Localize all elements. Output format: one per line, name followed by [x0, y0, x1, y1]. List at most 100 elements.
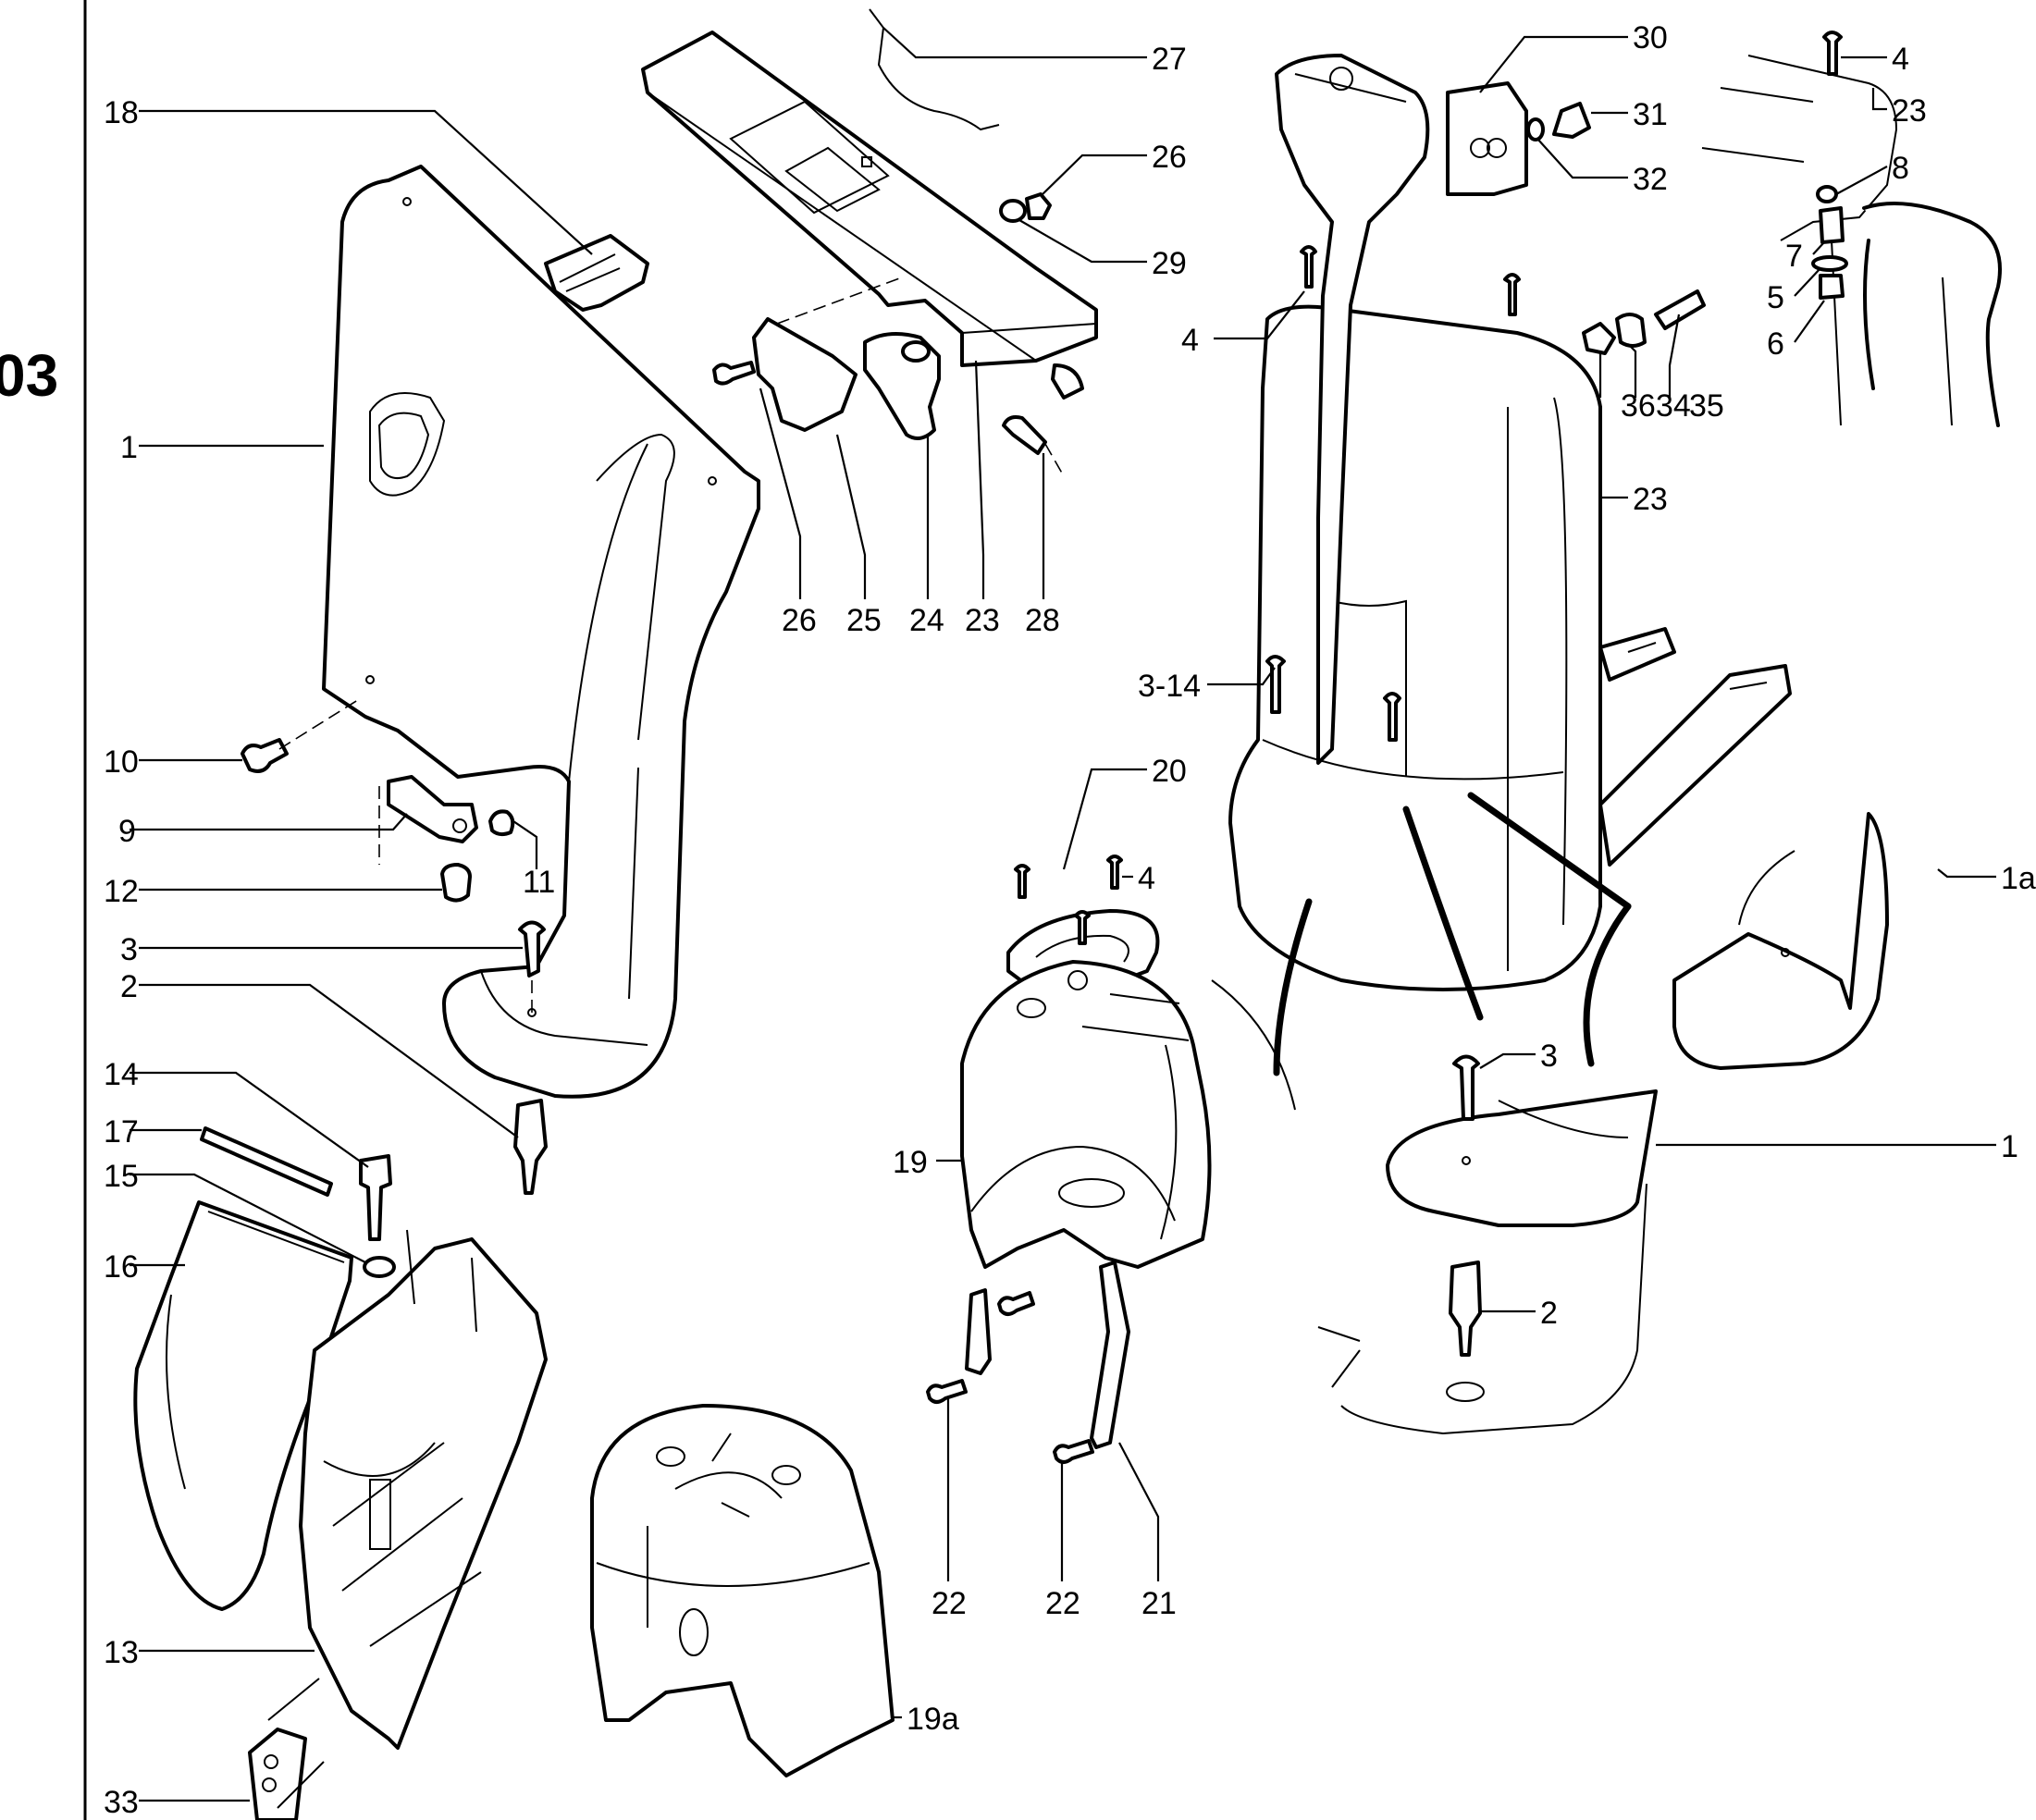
part-2-spacer-right — [1449, 1260, 1482, 1357]
label-3: 3 — [120, 932, 138, 967]
label-4-far-right: 4 — [1892, 42, 1909, 77]
part-16-panel — [133, 1200, 353, 1611]
label-11: 11 — [523, 865, 555, 900]
part-17-rod — [200, 1126, 333, 1197]
part-number-labels: 18 1 10 9 12 3 2 14 17 15 16 13 33 11 27… — [104, 20, 2036, 1820]
part-4-screw-cap — [1106, 855, 1123, 890]
label-6: 6 — [1767, 326, 1784, 362]
forks — [1598, 627, 1792, 867]
part-28-bolt — [1002, 363, 1084, 477]
part-35-bolt — [1654, 289, 1706, 330]
label-17: 17 — [104, 1114, 139, 1150]
part-18-clip — [544, 234, 649, 312]
part-19a-lower-shroud — [590, 1404, 895, 1777]
label-24: 24 — [909, 603, 944, 638]
label-9: 9 — [118, 814, 136, 849]
part-11-nut — [488, 809, 515, 837]
label-32: 32 — [1633, 162, 1668, 197]
detail-top-right — [1701, 31, 2002, 427]
label-26-top: 26 — [1152, 140, 1187, 175]
part-30-plate — [1446, 81, 1528, 196]
label-13: 13 — [104, 1635, 139, 1670]
label-1-right: 1 — [2001, 1129, 2018, 1164]
detail-callout-lines — [1211, 792, 1632, 1388]
label-7: 7 — [1785, 239, 1803, 274]
label-12: 12 — [104, 874, 139, 909]
label-30: 30 — [1633, 20, 1668, 55]
label-23-far-right: 23 — [1892, 93, 1927, 129]
part-1a-cover — [1672, 812, 1889, 1070]
part-4-screw-right-b — [1503, 273, 1521, 316]
part-2-hole — [1446, 1382, 1485, 1402]
part-9-bracket — [378, 775, 478, 865]
part-22-screw-a — [926, 1379, 968, 1404]
label-19: 19 — [893, 1145, 928, 1180]
page-marker: 03 — [0, 342, 58, 409]
part-4-screw-cap-b — [1014, 864, 1030, 899]
label-20: 20 — [1152, 754, 1187, 789]
part-15-washer — [363, 1256, 396, 1278]
part-23-top-cover — [641, 31, 1098, 367]
label-23-top-cover: 23 — [965, 603, 1000, 638]
part-1-cover-right — [1340, 1089, 1658, 1435]
label-31: 31 — [1633, 97, 1668, 132]
label-1a: 1a — [2001, 861, 2036, 896]
label-22-right: 22 — [1045, 1586, 1080, 1621]
part-33-guard — [248, 1678, 325, 1820]
part-27-cable — [869, 8, 1000, 131]
part-29-washer — [999, 199, 1027, 223]
label-36: 36 — [1621, 388, 1656, 424]
label-16: 16 — [104, 1249, 139, 1285]
label-22-left: 22 — [932, 1586, 967, 1621]
part-3-14-screw — [1265, 655, 1286, 714]
label-8: 8 — [1892, 151, 1909, 186]
part-32-washer — [1526, 117, 1545, 141]
label-23-body: 23 — [1633, 482, 1668, 517]
label-27: 27 — [1152, 42, 1187, 77]
label-1: 1 — [120, 430, 138, 465]
part-13-housing — [299, 1229, 548, 1750]
label-10: 10 — [104, 744, 139, 780]
part-26-screw — [712, 361, 756, 386]
part-22-screw-b — [1053, 1439, 1094, 1464]
handle — [1275, 54, 1430, 765]
part-24-part — [863, 332, 941, 440]
label-3-right: 3 — [1540, 1039, 1558, 1074]
part-31-bolt — [1552, 102, 1591, 139]
label-34: 34 — [1656, 388, 1691, 424]
part-4-screw-cap-c — [1074, 910, 1091, 945]
part-3-screw — [518, 920, 546, 1013]
label-18: 18 — [104, 95, 139, 130]
label-19a: 19a — [907, 1702, 959, 1737]
label-4-right: 4 — [1181, 323, 1199, 358]
label-5: 5 — [1767, 280, 1784, 315]
part-25-bracket — [752, 277, 903, 432]
part-14-bolt — [359, 1154, 392, 1241]
part-12-bushing — [440, 863, 472, 903]
label-14: 14 — [104, 1057, 139, 1092]
part-3-screw-right — [1452, 1054, 1480, 1121]
part-26-nut-top — [1025, 192, 1052, 220]
part-2-spacer — [513, 1099, 548, 1195]
label-35: 35 — [1689, 388, 1724, 424]
part-34-washer — [1615, 313, 1647, 348]
label-28: 28 — [1025, 603, 1060, 638]
part-3-14-screw-b — [1383, 692, 1401, 742]
label-15: 15 — [104, 1159, 139, 1194]
part-36-nut — [1582, 322, 1616, 355]
part-10-bolt — [241, 697, 362, 773]
label-25: 25 — [846, 603, 882, 638]
part-19-shroud — [960, 960, 1212, 1269]
part-4-screw-right-a — [1300, 245, 1317, 289]
label-2: 2 — [120, 969, 138, 1004]
label-2-right: 2 — [1540, 1296, 1558, 1331]
leader-lines — [130, 27, 1996, 1802]
label-33: 33 — [104, 1785, 139, 1820]
label-26-bottom: 26 — [782, 603, 817, 638]
part-1-cover — [322, 165, 760, 1099]
part-23-body-right — [1228, 304, 1602, 991]
part-21-bracket — [965, 1260, 1130, 1449]
label-21: 21 — [1141, 1586, 1177, 1621]
label-3-14: 3-14 — [1138, 669, 1201, 704]
